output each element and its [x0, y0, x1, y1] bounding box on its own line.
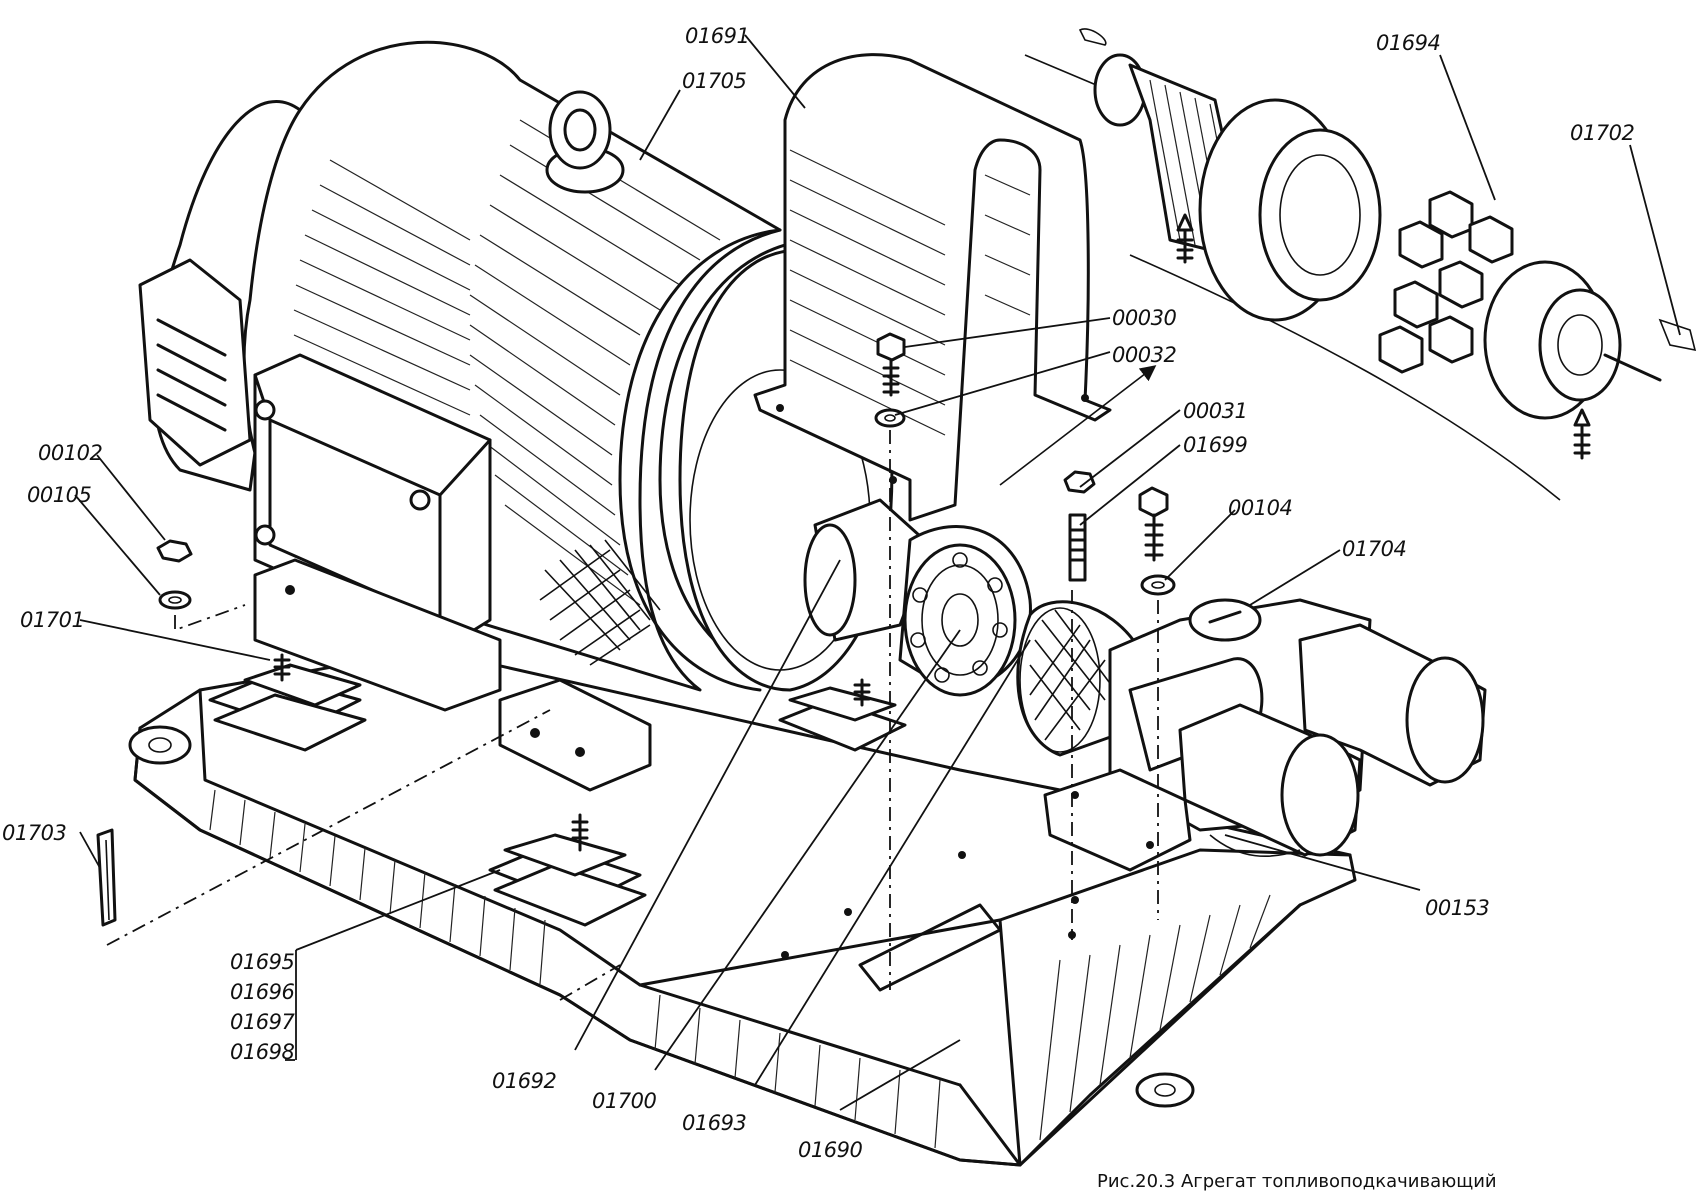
label-01699: 01699 [1183, 433, 1247, 457]
label-01693: 01693 [682, 1111, 746, 1135]
pin-01703 [96, 828, 117, 927]
inset-pump-half [1483, 260, 1662, 420]
label-01705: 01705 [682, 69, 746, 93]
label-01703: 01703 [2, 821, 66, 845]
pad-front-left [488, 813, 647, 927]
pad-rear-right [778, 678, 907, 752]
label-01702: 01702 [1570, 121, 1634, 145]
label-01700: 01700 [592, 1089, 656, 1113]
figure-caption: Рис.20.3 Агрегат топливоподкачивающий [1097, 1171, 1497, 1192]
center-lines [106, 365, 1159, 1001]
nut-00102-washer-00105 [156, 539, 193, 610]
inset-key [1078, 28, 1697, 352]
coupling [803, 498, 1142, 757]
label-01694: 01694 [1376, 31, 1440, 55]
label-00030: 00030 [1112, 306, 1176, 330]
label-00105: 00105 [27, 483, 91, 507]
label-01696: 01696 [230, 980, 294, 1004]
label-01698: 01698 [230, 1040, 294, 1064]
shock-absorbers [208, 653, 907, 927]
label-01692: 01692 [492, 1069, 556, 1093]
label-01691: 01691 [685, 24, 749, 48]
inset-coupling-half [1198, 98, 1382, 322]
label-00031: 00031 [1183, 399, 1247, 423]
fan-grille [539, 539, 661, 666]
exploded-inset [1024, 28, 1697, 501]
label-00153: 00153 [1425, 896, 1489, 920]
bracket [753, 53, 1112, 522]
nut-00031 [1063, 470, 1096, 494]
label-01690: 01690 [798, 1138, 862, 1162]
base-frame [128, 648, 1357, 1167]
pad-rear-left [208, 653, 367, 752]
rear-vent [138, 258, 252, 467]
label-01701: 01701 [20, 608, 84, 632]
leader-lines [74, 34, 1681, 1111]
bolt-00104-group [1138, 486, 1176, 596]
label-00102: 00102 [38, 441, 102, 465]
part-labels: 01691 01705 01694 01702 00030 00032 0003… [2, 24, 1635, 1162]
inset-set-screws [1176, 213, 1591, 460]
label-01697: 01697 [230, 1010, 295, 1034]
electric-motor [138, 40, 894, 792]
label-00032: 00032 [1112, 343, 1176, 367]
washer-00032 [874, 408, 906, 428]
bolt-00030 [876, 332, 906, 397]
label-00104: 00104 [1228, 496, 1292, 520]
label-01704: 01704 [1342, 537, 1406, 561]
lifting-eye [545, 90, 625, 194]
gear-pump [1043, 598, 1487, 872]
stud-01699 [1068, 513, 1087, 582]
label-01695: 01695 [230, 950, 294, 974]
inset-rubber-elements [1378, 190, 1514, 374]
